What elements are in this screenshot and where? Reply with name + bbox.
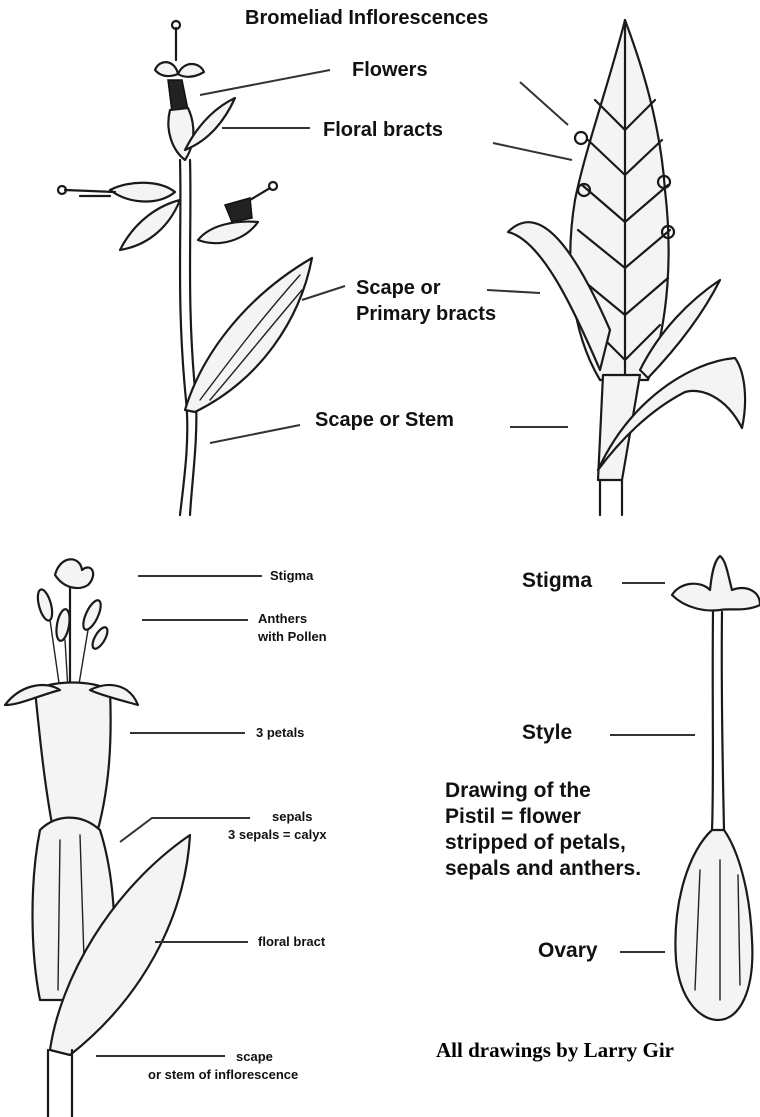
label-scape-stem: Scape or Stem	[315, 410, 454, 431]
label-floral-bracts: Floral bracts	[323, 120, 443, 141]
label-stigma-pistil: Stigma	[522, 570, 592, 592]
pistil-drawing	[672, 556, 760, 1020]
label-scape-primary-line1: Scape or	[356, 278, 440, 299]
label-scape-line1: scape	[236, 1050, 273, 1064]
label-ovary: Ovary	[538, 940, 598, 962]
label-petals: 3 petals	[256, 726, 304, 740]
pistil-description-line4: sepals and anthers.	[445, 858, 641, 880]
flower-detail-drawing	[5, 559, 190, 1117]
pistil-description-line2: Pistil = flower	[445, 806, 581, 828]
label-anthers-line2: with Pollen	[258, 630, 327, 644]
label-anthers-line1: Anthers	[258, 612, 307, 626]
spike-inflorescence-drawing	[508, 20, 745, 515]
label-scape-line2: or stem of inflorescence	[148, 1068, 298, 1082]
pistil-description-line1: Drawing of the	[445, 780, 591, 802]
label-scape-primary-line2: Primary bracts	[356, 304, 496, 325]
drawing-credit: All drawings by Larry Gir	[436, 1038, 674, 1063]
pistil-description-line3: stripped of petals,	[445, 832, 626, 854]
diagram-title: Bromeliad Inflorescences	[245, 8, 488, 29]
label-sepals-line2: 3 sepals = calyx	[228, 828, 327, 842]
label-style: Style	[522, 722, 572, 744]
label-stigma-flower: Stigma	[270, 569, 313, 583]
label-flowers: Flowers	[352, 60, 428, 81]
label-floral-bract: floral bract	[258, 935, 325, 949]
left-inflorescence-drawing	[58, 21, 312, 515]
label-sepals-line1: sepals	[272, 810, 312, 824]
